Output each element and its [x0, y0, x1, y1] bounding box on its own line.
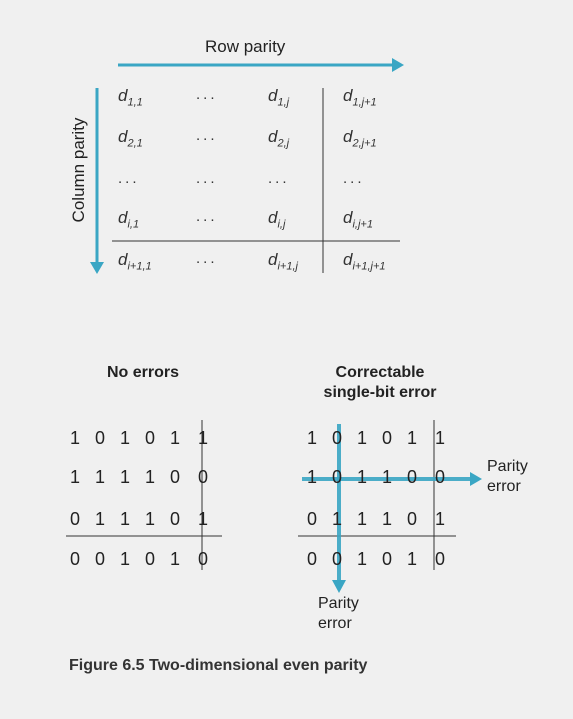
bit-cell: 1 [144, 509, 155, 529]
ellipsis: ... [343, 170, 365, 187]
matrix-cell: di+1,j [268, 250, 298, 273]
bit-cell: 1 [356, 549, 367, 569]
horizontal-parity-error-arrow [302, 472, 482, 486]
ellipsis: ... [196, 250, 218, 267]
figure-caption: Figure 6.5 Two-dimensional even parity [69, 657, 368, 674]
bit-cell: 1 [169, 428, 180, 448]
ellipsis: ... [196, 208, 218, 225]
bit-cell: 1 [434, 509, 445, 529]
bit-cell: 0 [197, 467, 208, 487]
bit-cell: 1 [197, 428, 208, 448]
column-parity-arrow [90, 88, 104, 274]
bit-cell: 0 [434, 467, 445, 487]
ellipsis: ... [196, 170, 218, 187]
bit-cell: 1 [381, 509, 392, 529]
bit-cell: 1 [356, 467, 367, 487]
bit-cell: 0 [69, 509, 80, 529]
matrix-cell: di+1,1 [118, 250, 152, 273]
ellipsis: ... [196, 127, 218, 144]
bit-cell: 1 [381, 467, 392, 487]
horizontal-parity-error-label-line1: Parity [487, 458, 528, 475]
bit-cell: 1 [406, 428, 417, 448]
no-errors-heading: No errors [106, 364, 180, 381]
matrix-cell: d2,1 [118, 127, 143, 150]
correctable-heading-line1: Correctable [335, 364, 425, 381]
bit-cell: 0 [434, 549, 445, 569]
vertical-parity-error-label-line1: Parity [318, 595, 359, 612]
bit-cell: 1 [406, 549, 417, 569]
matrix-cell: d2,j [268, 127, 290, 150]
bit-cell: 0 [169, 467, 180, 487]
correctable-heading-line2: single-bit error [323, 384, 437, 401]
horizontal-parity-error-label-line2: error [487, 478, 521, 495]
bit-cell: 1 [94, 509, 105, 529]
matrix-cell: di,1 [118, 208, 140, 231]
bit-cell: 1 [197, 509, 208, 529]
bit-cell: 1 [356, 428, 367, 448]
bit-cell: 0 [381, 549, 392, 569]
bit-cell: 1 [331, 509, 342, 529]
bit-cell: 0 [144, 549, 155, 569]
matrix-cell: di,j+1 [343, 208, 373, 231]
bit-cell: 1 [119, 428, 130, 448]
bit-cell: 0 [331, 428, 342, 448]
bit-cell: 0 [169, 509, 180, 529]
bit-cell: 1 [306, 467, 317, 487]
matrix-cell: d2,j+1 [343, 127, 377, 150]
row-parity-label: Row parity [205, 37, 286, 56]
matrix-cell: d1,1 [118, 86, 143, 109]
bit-cell: 0 [197, 549, 208, 569]
bit-cell: 0 [306, 549, 317, 569]
bit-cell: 0 [306, 509, 317, 529]
matrix-cell: d1,j [268, 86, 290, 109]
row-parity-arrow [118, 58, 404, 72]
ellipsis: ... [268, 170, 290, 187]
bit-cell: 1 [119, 549, 130, 569]
bit-cell: 1 [144, 467, 155, 487]
bit-cell: 0 [94, 428, 105, 448]
bit-cell: 0 [381, 428, 392, 448]
bit-cell: 1 [119, 509, 130, 529]
matrix-cell: di+1,j+1 [343, 250, 386, 273]
ellipsis: ... [118, 170, 140, 187]
bit-cell: 0 [69, 549, 80, 569]
vertical-parity-error-label-line2: error [318, 615, 352, 632]
bit-cell: 0 [331, 467, 342, 487]
bit-cell: 1 [356, 509, 367, 529]
matrix-cell: d1,j+1 [343, 86, 377, 109]
bit-cell: 1 [169, 549, 180, 569]
bit-cell: 0 [406, 509, 417, 529]
bit-cell: 0 [406, 467, 417, 487]
bit-cell: 1 [69, 467, 80, 487]
bit-cell: 0 [94, 549, 105, 569]
column-parity-label: Column parity [69, 117, 88, 223]
bit-cell: 1 [94, 467, 105, 487]
bit-cell: 1 [69, 428, 80, 448]
bit-cell: 0 [331, 549, 342, 569]
bit-cell: 0 [144, 428, 155, 448]
bit-cell: 1 [119, 467, 130, 487]
matrix-cell: di,j [268, 208, 286, 231]
ellipsis: ... [196, 86, 218, 103]
bit-cell: 1 [434, 428, 445, 448]
vertical-parity-error-arrow [332, 424, 346, 593]
bit-cell: 1 [306, 428, 317, 448]
